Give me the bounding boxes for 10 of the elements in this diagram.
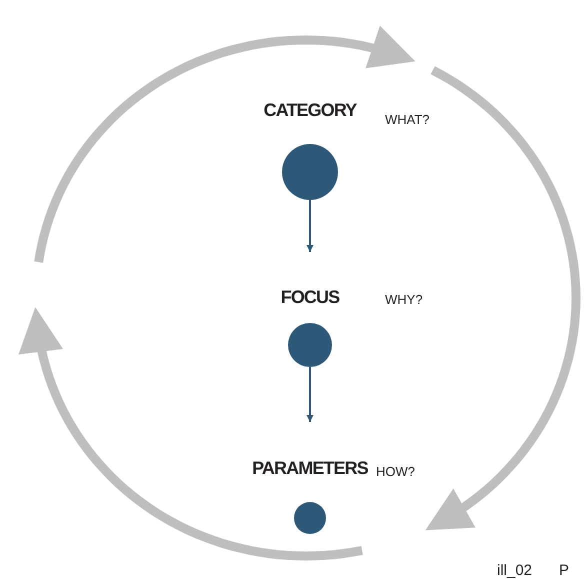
arrow (306, 367, 314, 422)
question-text: WHY? (385, 291, 423, 309)
arrow (306, 200, 314, 252)
heading: PARAMETERS (252, 458, 368, 478)
figure-id-text: ill_02 (497, 561, 532, 579)
heading: FOCUS (280, 287, 340, 307)
question-text: HOW? (376, 463, 415, 481)
figure-id-text: P (559, 561, 570, 579)
question-text: WHAT? (385, 111, 430, 129)
heading: CATEGORY (264, 100, 356, 120)
